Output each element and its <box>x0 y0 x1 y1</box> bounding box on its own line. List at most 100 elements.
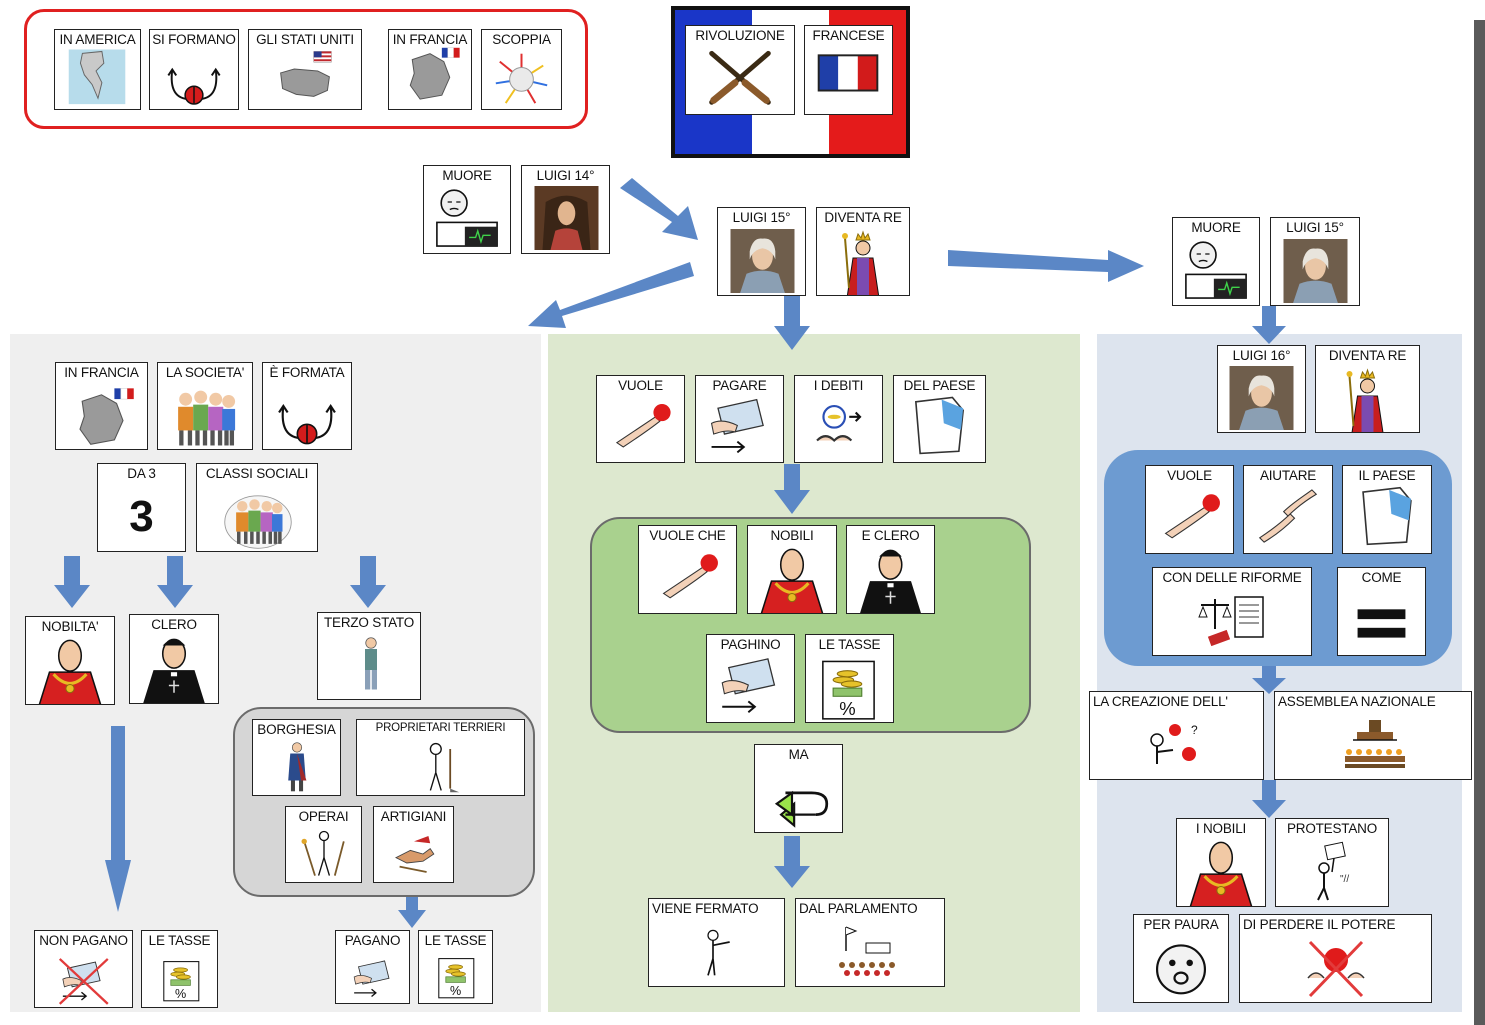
card-per-paura: PER PAURA <box>1133 914 1229 1003</box>
card-label: VUOLE <box>1167 468 1212 483</box>
pay-icon <box>353 960 390 998</box>
card-rivoluzione: RIVOLUZIONE <box>685 25 795 115</box>
card-vuole-1: VUOLE <box>596 375 685 463</box>
card-aiutare: AIUTARE <box>1243 465 1333 554</box>
stop-person-icon <box>707 929 730 976</box>
card-label: E CLERO <box>861 528 920 543</box>
card-label: LE TASSE <box>818 637 881 652</box>
peasant-icon <box>365 637 377 690</box>
but-arrow-icon <box>774 790 829 828</box>
card-label: GLI STATI UNITI <box>256 32 354 47</box>
card-label: IL PAESE <box>1358 468 1416 483</box>
card-luigi16: LUIGI 16° <box>1217 345 1306 433</box>
card-label: DIVENTA RE <box>824 210 902 225</box>
card-label: OPERAI <box>298 809 349 824</box>
explosion-icon <box>495 53 548 104</box>
assembly-icon <box>1345 720 1405 768</box>
lose-power-icon <box>1307 940 1365 998</box>
card-label: LUIGI 14° <box>536 168 595 183</box>
card-pagare: PAGARE <box>695 375 784 463</box>
card-label: CLERO <box>151 617 197 632</box>
card-label: VIENE FERMATO <box>652 901 759 916</box>
card-label: TERZO STATO <box>323 615 415 630</box>
social-classes-icon <box>224 495 292 549</box>
card-e-clero: E CLERO <box>846 525 935 614</box>
card-label: ARTIGIANI <box>380 809 447 824</box>
card-label: COME <box>1361 570 1402 585</box>
card-luigi15-b: LUIGI 15° <box>1270 217 1360 306</box>
card-vuole-2: VUOLE <box>1145 465 1234 554</box>
intro-group <box>24 9 588 129</box>
card-nobilta: NOBILTA' <box>25 616 115 705</box>
card-label: I DEBITI <box>813 378 864 393</box>
card-i-nobili: I NOBILI <box>1176 818 1266 907</box>
card-label: LUIGI 15° <box>732 210 791 225</box>
card-label: PROTESTANO <box>1286 821 1377 836</box>
card-del-paese: DEL PAESE <box>893 375 986 463</box>
france-map-icon <box>79 387 135 445</box>
card-label: SCOPPIA <box>492 32 551 47</box>
card-stati-uniti: GLI STATI UNITI <box>248 29 362 110</box>
debts-icon <box>816 405 862 443</box>
reforms-law-icon <box>1198 596 1264 647</box>
card-label: ASSEMBLEA NAZIONALE <box>1278 694 1436 709</box>
taxes-icon <box>438 958 475 999</box>
card-label: VUOLE CHE <box>649 528 726 543</box>
card-assemblea-nazionale: ASSEMBLEA NAZIONALE <box>1274 691 1472 780</box>
usa-map-icon <box>280 51 332 97</box>
protest-icon: "// <box>1317 841 1349 901</box>
card-label: LE TASSE <box>424 933 487 948</box>
help-hands-icon <box>1258 489 1318 543</box>
card-label: IN AMERICA <box>59 32 136 47</box>
card-francese: FRANCESE <box>804 25 893 115</box>
nobleman-icon <box>759 547 825 613</box>
card-da-3: DA 3 3 <box>97 463 186 552</box>
louis-xv-portrait-icon <box>730 229 795 293</box>
equals-icon <box>1357 609 1406 638</box>
card-artigiani: ARTIGIANI <box>373 806 454 883</box>
crossed-rifles-icon <box>709 50 771 105</box>
card-label: FRANCESE <box>812 28 885 43</box>
nobleman-icon <box>37 638 103 704</box>
card-luigi15: LUIGI 15° <box>717 207 806 296</box>
card-label: PAGARE <box>712 378 767 393</box>
card-in-francia: IN FRANCIA <box>55 362 148 450</box>
card-nobili: NOBILI <box>747 525 837 614</box>
card-come: COME <box>1337 567 1426 656</box>
card-con-delle-riforme: CON DELLE RIFORME <box>1152 567 1312 656</box>
card-label: CON DELLE RIFORME <box>1162 570 1302 585</box>
svg-text:?: ? <box>1191 723 1198 737</box>
card-dal-parlamento: DAL PARLAMENTO <box>795 898 945 987</box>
creation-icon: ? <box>1150 723 1198 764</box>
page-edge <box>1474 20 1485 1025</box>
card-in-america: IN AMERICA <box>54 29 141 110</box>
card-diventa-re-1: DIVENTA RE <box>816 207 910 296</box>
number-three: 3 <box>129 492 154 541</box>
card-in-francia-top: IN FRANCIA <box>388 29 472 110</box>
card-luigi14: LUIGI 14° <box>521 165 610 254</box>
no-pay-icon <box>58 958 109 1005</box>
card-label: MUORE <box>442 168 492 183</box>
card-label: È FORMATA <box>269 365 345 380</box>
scared-face-icon <box>1155 944 1207 995</box>
card-il-paese: IL PAESE <box>1342 465 1432 554</box>
card-label: MA <box>788 747 809 762</box>
card-label: LUIGI 16° <box>1232 348 1291 363</box>
card-clero: CLERO <box>129 614 219 704</box>
card-label: CLASSI SOCIALI <box>205 466 309 481</box>
king-icon <box>841 231 880 295</box>
card-muore-1: MUORE <box>423 165 511 254</box>
card-label: VUOLE <box>618 378 663 393</box>
card-label: LA CREAZIONE DELL' <box>1093 694 1228 709</box>
card-label: LUIGI 15° <box>1286 220 1344 235</box>
parliament-icon <box>839 926 895 976</box>
right-panel <box>1097 334 1462 1012</box>
card-label: SI FORMANO <box>152 32 236 47</box>
card-perdere-potere: DI PERDERE IL POTERE <box>1239 914 1432 1003</box>
america-map-icon <box>68 49 126 105</box>
card-label: DAL PARLAMENTO <box>799 901 918 916</box>
card-protestano: "// PROTESTANO <box>1275 818 1389 907</box>
craftsman-icon <box>394 836 435 873</box>
card-label: IN FRANCIA <box>64 365 139 380</box>
card-operai: OPERAI <box>285 806 362 883</box>
